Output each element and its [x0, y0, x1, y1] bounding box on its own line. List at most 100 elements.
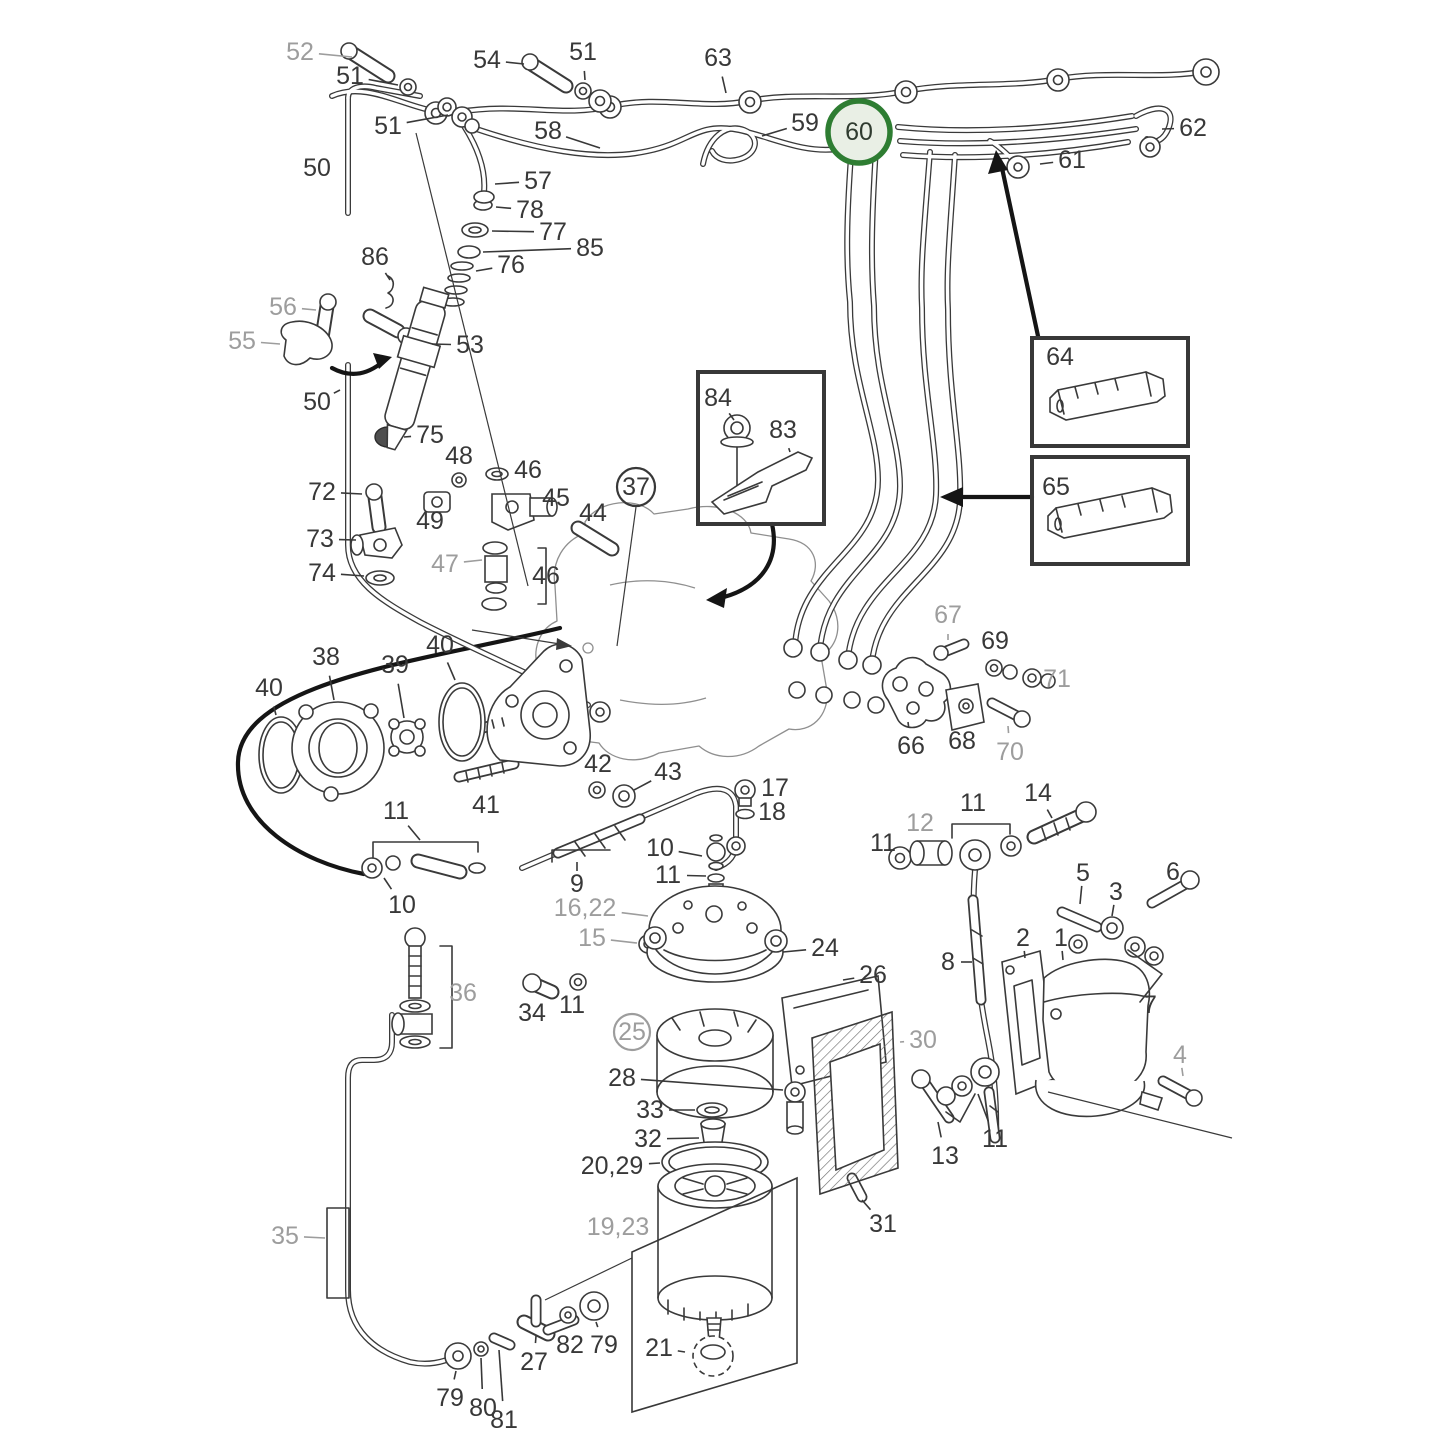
part-label-68[interactable]: 68 — [948, 727, 976, 755]
part-label-17[interactable]: 17 — [761, 774, 789, 802]
part-label-27[interactable]: 27 — [520, 1348, 548, 1376]
part-label-48[interactable]: 48 — [445, 442, 473, 470]
part-label-4[interactable]: 4 — [1173, 1041, 1187, 1069]
part-label-40[interactable]: 40 — [426, 631, 454, 659]
part-label-30[interactable]: 30 — [909, 1026, 937, 1054]
part-label-38[interactable]: 38 — [312, 643, 340, 671]
part-label-16,22[interactable]: 16,22 — [554, 894, 617, 922]
part-label-41[interactable]: 41 — [472, 791, 500, 819]
part-label-79[interactable]: 79 — [436, 1384, 464, 1412]
part-label-1[interactable]: 1 — [1054, 924, 1068, 952]
part-label-64[interactable]: 64 — [1046, 343, 1074, 371]
part-label-11[interactable]: 11 — [655, 861, 681, 889]
leader-line-16,22 — [621, 911, 649, 917]
part-label-56[interactable]: 56 — [269, 293, 297, 321]
part-label-79[interactable]: 79 — [590, 1331, 618, 1359]
part-label-7[interactable]: 7 — [1143, 991, 1157, 1019]
part-label-39[interactable]: 39 — [381, 651, 409, 679]
part-label-69[interactable]: 69 — [981, 627, 1009, 655]
part-label-84[interactable]: 84 — [704, 384, 732, 412]
part-label-62[interactable]: 62 — [1179, 114, 1207, 142]
part-label-50[interactable]: 50 — [303, 154, 331, 182]
part-label-20,29[interactable]: 20,29 — [581, 1152, 644, 1180]
part-label-11[interactable]: 11 — [559, 991, 585, 1019]
part-label-70[interactable]: 70 — [996, 738, 1024, 766]
leader-line-74 — [340, 573, 365, 577]
part-label-63[interactable]: 63 — [704, 44, 732, 72]
leader-line-75 — [403, 435, 412, 438]
part-label-14[interactable]: 14 — [1024, 779, 1052, 807]
part-label-61[interactable]: 61 — [1058, 146, 1086, 174]
part-label-9[interactable]: 9 — [570, 870, 584, 898]
part-label-86[interactable]: 86 — [361, 243, 389, 271]
part-label-52[interactable]: 52 — [286, 38, 314, 66]
part-label-83[interactable]: 83 — [769, 416, 797, 444]
part-label-11[interactable]: 11 — [960, 789, 986, 817]
part-label-31[interactable]: 31 — [869, 1210, 897, 1238]
part-label-12[interactable]: 12 — [906, 809, 934, 837]
leader-line-10 — [383, 877, 393, 890]
part-label-19,23[interactable]: 19,23 — [587, 1213, 650, 1241]
part-label-34[interactable]: 34 — [518, 999, 546, 1027]
part-label-46[interactable]: 46 — [532, 562, 560, 590]
part-label-51[interactable]: 51 — [374, 112, 402, 140]
part-label-77[interactable]: 77 — [539, 218, 567, 246]
part-label-59[interactable]: 59 — [791, 109, 819, 137]
part-label-82[interactable]: 82 — [556, 1331, 584, 1359]
part-label-85[interactable]: 85 — [576, 234, 604, 262]
part-label-72[interactable]: 72 — [308, 478, 336, 506]
part-label-3[interactable]: 3 — [1109, 878, 1123, 906]
part-label-54[interactable]: 54 — [473, 46, 501, 74]
part-label-11[interactable]: 11 — [870, 829, 896, 857]
part-label-76[interactable]: 76 — [497, 251, 525, 279]
part-label-8[interactable]: 8 — [941, 948, 955, 976]
part-label-65[interactable]: 65 — [1042, 473, 1070, 501]
part-label-11[interactable]: 11 — [982, 1125, 1008, 1153]
part-label-66[interactable]: 66 — [897, 732, 925, 760]
part-label-33[interactable]: 33 — [636, 1096, 664, 1124]
part-label-50[interactable]: 50 — [303, 388, 331, 416]
part-label-51[interactable]: 51 — [569, 38, 597, 66]
part-label-81[interactable]: 81 — [490, 1406, 518, 1434]
part-label-13[interactable]: 13 — [931, 1142, 959, 1170]
part-label-80[interactable]: 80 — [469, 1394, 497, 1422]
part-label-53[interactable]: 53 — [456, 331, 484, 359]
leader-line-56 — [301, 307, 317, 311]
part-label-15[interactable]: 15 — [578, 924, 606, 952]
part-label-24[interactable]: 24 — [811, 934, 839, 962]
part-label-51[interactable]: 51 — [336, 62, 364, 90]
part-label-78[interactable]: 78 — [516, 196, 544, 224]
part-label-25[interactable]: 25 — [618, 1018, 646, 1046]
part-label-6[interactable]: 6 — [1166, 858, 1180, 886]
part-label-47[interactable]: 47 — [431, 550, 459, 578]
part-label-36[interactable]: 36 — [449, 979, 477, 1007]
part-label-37[interactable]: 37 — [622, 473, 650, 501]
part-label-46[interactable]: 46 — [514, 456, 542, 484]
part-label-57[interactable]: 57 — [524, 167, 552, 195]
part-label-60[interactable]: 60 — [845, 118, 873, 146]
part-label-2[interactable]: 2 — [1016, 924, 1030, 952]
part-label-11[interactable]: 11 — [383, 797, 409, 825]
part-label-5[interactable]: 5 — [1076, 859, 1090, 887]
part-label-35[interactable]: 35 — [271, 1222, 299, 1250]
part-label-45[interactable]: 45 — [542, 484, 570, 512]
part-label-58[interactable]: 58 — [534, 117, 562, 145]
part-label-75[interactable]: 75 — [416, 421, 444, 449]
part-label-40[interactable]: 40 — [255, 674, 283, 702]
part-label-74[interactable]: 74 — [308, 559, 336, 587]
part-label-32[interactable]: 32 — [634, 1125, 662, 1153]
part-label-71[interactable]: 71 — [1043, 665, 1071, 693]
part-label-28[interactable]: 28 — [608, 1064, 636, 1092]
part-label-18[interactable]: 18 — [758, 798, 786, 826]
part-label-10[interactable]: 10 — [646, 834, 674, 862]
part-label-67[interactable]: 67 — [934, 601, 962, 629]
part-label-10[interactable]: 10 — [388, 891, 416, 919]
part-label-42[interactable]: 42 — [584, 750, 612, 778]
part-label-21[interactable]: 21 — [645, 1334, 673, 1362]
part-label-44[interactable]: 44 — [579, 499, 607, 527]
part-label-26[interactable]: 26 — [859, 961, 887, 989]
part-label-43[interactable]: 43 — [654, 758, 682, 786]
part-label-55[interactable]: 55 — [228, 327, 256, 355]
part-label-73[interactable]: 73 — [306, 525, 334, 553]
part-label-49[interactable]: 49 — [416, 507, 444, 535]
